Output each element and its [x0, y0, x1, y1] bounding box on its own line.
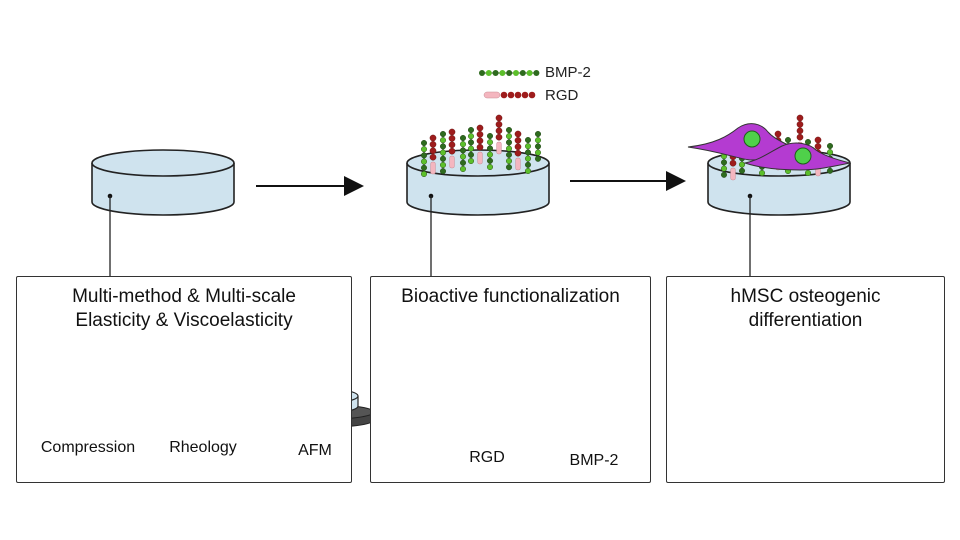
- scalebar-label-bmp2: 500 µm: [619, 437, 633, 442]
- rgd-legend-symbol: [483, 91, 536, 99]
- legend: [479, 70, 540, 99]
- image-label-bmp2: BMP-2: [569, 452, 619, 469]
- image-label-rgd: RGD: [469, 449, 505, 466]
- differentiation-title-line1: hMSC osteogenic: [730, 286, 881, 307]
- mechanics-title-line1: Multi-method & Multi-scale: [72, 286, 296, 307]
- hydrogel-disc-functionalized: [406, 114, 550, 276]
- functionalization-title: Bioactive functionalization: [401, 286, 620, 307]
- method-label-rheology: Rheology: [169, 439, 237, 456]
- legend-label-bmp2: BMP-2: [545, 64, 591, 81]
- mechanics-title-line2: Elasticity & Viscoelasticity: [75, 310, 293, 331]
- functionalization-panel: Bioactive functionalization RGD BMP-2 50…: [370, 276, 651, 483]
- grafted-peptides-group: [421, 114, 542, 177]
- differentiation-panel: hMSC osteogenic differentiation: [666, 276, 945, 483]
- mechanics-panel: Multi-method & Multi-scale Elasticity & …: [16, 276, 352, 483]
- method-label-afm: AFM: [298, 442, 332, 459]
- hydrogel-disc-plain: [91, 149, 235, 276]
- bmp2-legend-symbol: [479, 70, 540, 76]
- method-label-compression: Compression: [40, 439, 136, 456]
- differentiation-title-line2: differentiation: [748, 310, 863, 331]
- stem-cell: [743, 142, 851, 171]
- legend-label-rgd: RGD: [545, 87, 579, 104]
- hydrogel-disc-with-cells: [687, 114, 851, 276]
- scalebar-label-rgd: 500 µm: [512, 437, 526, 442]
